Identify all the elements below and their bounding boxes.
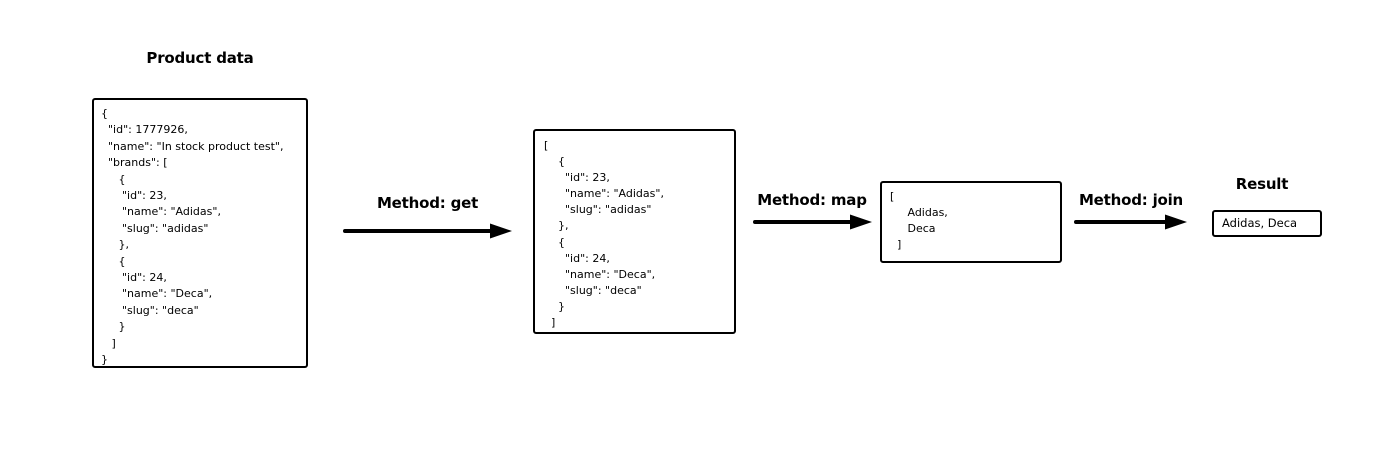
arrow-right-join-icon: [1074, 212, 1188, 232]
product-data-title: Product data: [146, 49, 254, 67]
brand-names-code: [ Adidas, Deca ]: [890, 190, 948, 251]
brand-names-box: [ Adidas, Deca ]: [880, 181, 1062, 263]
brands-array-box: [ { "id": 23, "name": "Adidas", "slug": …: [533, 129, 736, 334]
brands-array-json-code: [ { "id": 23, "name": "Adidas", "slug": …: [544, 139, 664, 330]
method-join-label: Method: join: [1078, 191, 1184, 209]
method-map-label: Method: map: [757, 191, 867, 209]
result-box: Adidas, Deca: [1212, 210, 1322, 237]
product-data-box: { "id": 1777926, "name": "In stock produ…: [92, 98, 308, 368]
arrow-right-get-icon: [343, 221, 513, 241]
result-value: Adidas, Deca: [1222, 216, 1298, 230]
product-data-json-code: { "id": 1777926, "name": "In stock produ…: [101, 107, 284, 367]
method-get-label: Method: get: [376, 194, 479, 212]
arrow-right-map-icon: [753, 212, 873, 232]
result-title: Result: [1235, 175, 1289, 193]
